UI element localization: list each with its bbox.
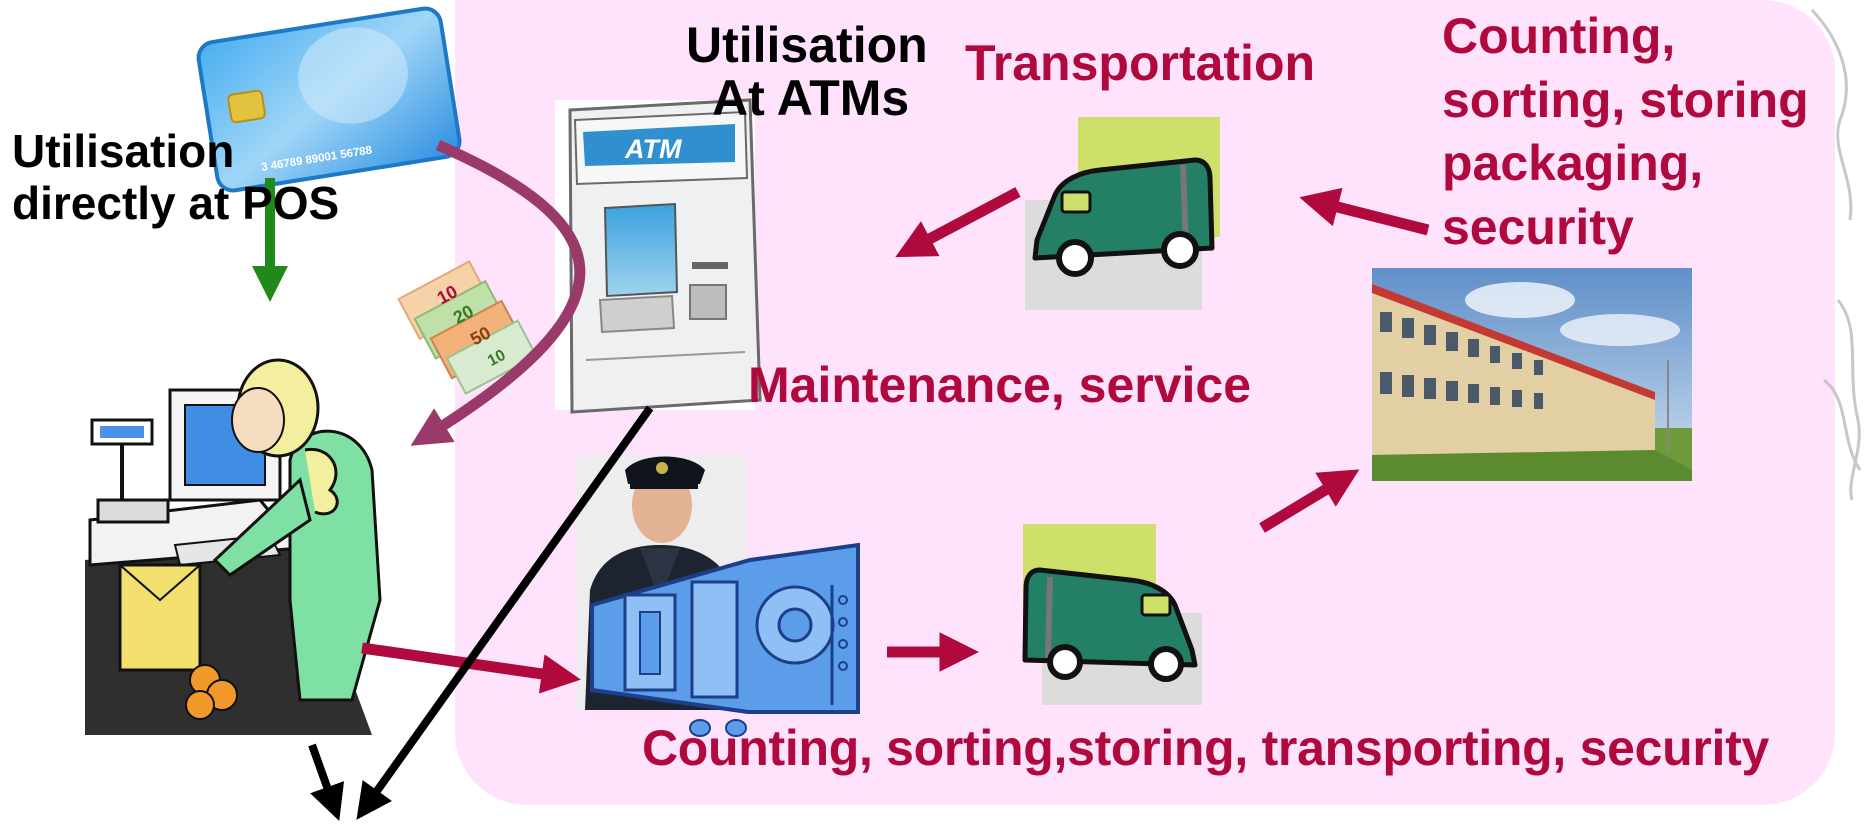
- cash-center-label: Counting, sorting, storing packaging, se…: [1442, 5, 1809, 259]
- atm-machine-icon: ATM: [555, 98, 762, 414]
- utilisation-pos-line1: Utilisation: [12, 125, 235, 177]
- decorative-sketch-icon: [1810, 8, 1862, 501]
- utilisation-atm-line1: Utilisation: [686, 17, 928, 73]
- cashier-at-pos-icon: [85, 358, 382, 735]
- cash-center-line2: sorting, storing: [1442, 71, 1809, 128]
- bottom-process-label: Counting, sorting,storing, transporting,…: [642, 720, 1769, 776]
- arrow-van-to-center: [1259, 469, 1360, 533]
- arrow-atm-out: [356, 405, 654, 820]
- utilisation-atm-label: Utilisation At ATMs: [686, 19, 928, 124]
- arrow-pos-out: [308, 743, 345, 822]
- credit-card-icon: 3 46789 89001 56788: [196, 6, 462, 193]
- arrow-card-to-pos: [410, 139, 586, 446]
- cash-center-line4: security: [1442, 198, 1634, 255]
- utilisation-pos-line2: directly at POS: [12, 176, 340, 229]
- transportation-label: Transportation: [965, 35, 1316, 91]
- armored-van-icon: [1022, 524, 1202, 705]
- arrow-van-to-atm: [895, 187, 1021, 258]
- cash-center-building-icon: [1372, 268, 1692, 481]
- banknotes-icon: 10 20 50 10: [397, 260, 538, 395]
- armored-van-icon: [1025, 117, 1220, 310]
- arrow-center-to-van: [1299, 187, 1430, 236]
- utilisation-atm-line2: At ATMs: [712, 69, 910, 126]
- vault-door-icon: [590, 542, 860, 737]
- cash-center-line1: Counting,: [1442, 8, 1676, 64]
- maintenance-label: Maintenance, service: [748, 357, 1252, 413]
- banknote-value: 10: [485, 347, 509, 370]
- utilisation-pos-label: Utilisation directly at POS: [12, 125, 340, 230]
- cash-center-line3: packaging,: [1442, 135, 1704, 191]
- atm-sign: ATM: [624, 134, 682, 164]
